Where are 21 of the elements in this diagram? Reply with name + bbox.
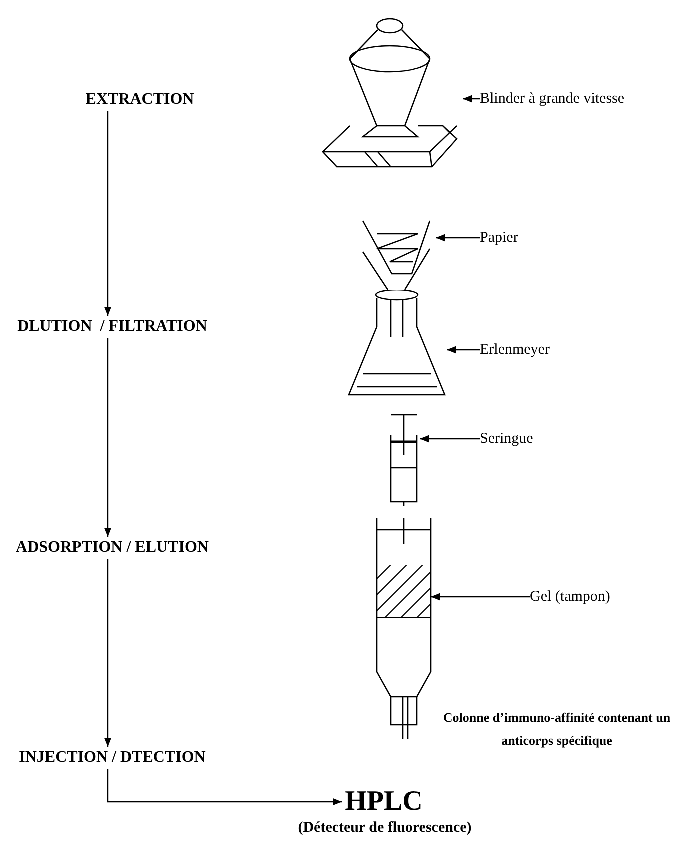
- flow-arrow: [104, 559, 112, 747]
- hplc-label: HPLC: [342, 785, 426, 819]
- leader-arrow: [447, 346, 480, 354]
- flow-arrow: [104, 111, 112, 316]
- step-label: INJECTION / DTECTION: [5, 747, 220, 769]
- part-label: Blinder à grande vitesse: [480, 88, 675, 110]
- part-label: Erlenmeyer: [480, 339, 600, 361]
- detector-caption: (Détecteur de fluorescence): [297, 819, 473, 838]
- part-label: Papier: [480, 227, 600, 249]
- part-label: Gel (tampon): [530, 586, 660, 608]
- step-label: ADSORPTION / ELUTION: [5, 537, 220, 559]
- leader-arrow: [436, 234, 480, 242]
- flow-arrow: [107, 769, 342, 806]
- column-caption: Colonne d’immuno-affinité contenant un anticorps spécifique: [442, 709, 672, 750]
- flow-arrow: [104, 338, 112, 537]
- step-label: EXTRACTION: [70, 89, 210, 111]
- leader-arrow: [420, 435, 480, 443]
- leader-arrow: [431, 593, 530, 601]
- part-label: Seringue: [480, 428, 600, 450]
- step-label: DLUTION / FILTRATION: [5, 316, 220, 338]
- leader-arrow: [463, 95, 480, 103]
